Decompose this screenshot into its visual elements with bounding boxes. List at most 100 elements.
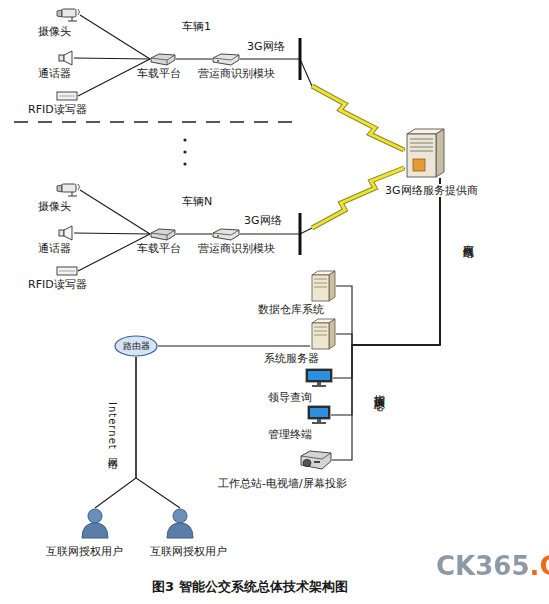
rfid-reader: RFID读写器 <box>56 91 78 101</box>
module-icon <box>212 52 240 66</box>
user-icon-part <box>88 509 102 523</box>
projector-icon-part <box>301 453 331 459</box>
warehouse-server: 数据仓库系统 <box>310 270 336 302</box>
figure-caption: 图3 智能公交系统总体技术架构图 <box>152 578 348 596</box>
tower-icon-part <box>314 327 327 328</box>
node-label: 互联网授权用户 <box>150 545 227 558</box>
monitor-icon-part <box>308 371 330 380</box>
monitor-icon-part <box>312 385 326 387</box>
tower-icon-part <box>314 331 327 332</box>
camera-icon-part <box>57 10 62 17</box>
rfid-icon-part <box>59 271 75 272</box>
camera-icon <box>56 8 80 22</box>
node-label: 摄像头 <box>38 25 71 38</box>
network-label: 3G网络 <box>244 214 282 227</box>
tower-icon-part <box>314 283 327 284</box>
lightning-outline <box>312 86 404 150</box>
camera-icon-part <box>78 184 80 190</box>
provider-icon-part <box>410 151 433 152</box>
node-label: 领导查询 <box>268 391 312 404</box>
rfid-icon <box>56 91 78 101</box>
ellipsis-dot <box>183 162 186 165</box>
tower-icon-part <box>312 275 329 301</box>
node-label: 通话器 <box>38 242 71 255</box>
antenna-bar <box>299 213 302 255</box>
onboard-platform: 车载平台 <box>150 52 176 66</box>
monitor-icon <box>307 405 331 425</box>
module-icon-part <box>213 229 239 240</box>
platform-icon <box>150 52 176 66</box>
ellipsis-dot <box>183 150 186 153</box>
tower-icon-part <box>329 319 335 349</box>
camera-device: 摄像头 <box>56 8 80 22</box>
connector-line <box>332 178 440 460</box>
tower-icon <box>310 270 336 302</box>
node-label: 车载平台 <box>137 242 181 255</box>
rfid-icon-part <box>57 267 77 275</box>
node-label: 3G网络服务提供商 <box>384 184 479 197</box>
carrier-module: 营运商识别模块 <box>212 52 240 66</box>
router-ellipse: 路由器 <box>114 335 158 357</box>
speaker-icon-part <box>64 51 72 65</box>
wireless-lightning <box>312 86 404 150</box>
watermark: CK365.CN <box>436 551 549 581</box>
user-icon-part <box>167 523 193 538</box>
tower-icon <box>310 318 336 350</box>
projector-icon-part <box>314 461 320 463</box>
user-icon <box>80 508 110 538</box>
node-label: RFID读写器 <box>28 103 87 116</box>
node-label: 管理终端 <box>268 428 312 441</box>
tower-icon-part <box>314 335 327 336</box>
provider-icon-part <box>410 139 433 140</box>
node-label: 系统服务器 <box>264 352 319 365</box>
monitor-icon-part <box>312 422 326 424</box>
platform-icon-part <box>151 54 175 65</box>
speaker-icon-part <box>59 55 64 61</box>
intercom-device: 通话器 <box>58 225 74 241</box>
monitor-icon-part <box>317 419 321 422</box>
projector-icon-part <box>301 451 331 469</box>
rfid-icon <box>56 266 78 276</box>
platform-icon-part <box>151 230 175 235</box>
ellipsis-dot <box>183 138 186 141</box>
router-icon-part <box>115 336 157 356</box>
module-icon-part <box>213 230 239 235</box>
module-icon-part <box>217 60 219 62</box>
tower-icon-part <box>329 271 335 301</box>
connector-line <box>136 357 180 508</box>
connector-line <box>80 15 150 59</box>
camera-icon-part <box>68 192 77 196</box>
connector-line <box>176 233 212 234</box>
tower-icon-part <box>314 279 327 280</box>
provider-icon-part <box>407 134 436 177</box>
node-label: 通话器 <box>38 67 71 80</box>
intercom-device: 通话器 <box>58 50 74 66</box>
projector-icon-part <box>303 460 311 467</box>
platform-icon-part <box>167 235 168 240</box>
camera-icon-part <box>62 184 76 192</box>
workstation-projector: 工作总站-电视墙/屏幕投影 <box>298 450 332 470</box>
monitor-icon-part <box>306 369 332 382</box>
provider-icon-part <box>410 143 433 144</box>
camera-icon-part <box>62 9 76 17</box>
node-label: 车载平台 <box>137 67 181 80</box>
connector-line <box>331 178 440 415</box>
vehicle-label: 车辆N <box>182 195 212 208</box>
node-label: 营运商识别模块 <box>198 242 275 255</box>
network-label: 3G网络 <box>247 40 285 53</box>
connector-line <box>95 357 136 508</box>
admin-terminal: 管理终端 <box>307 405 331 425</box>
speaker-icon <box>58 50 74 66</box>
connector-line <box>158 345 310 346</box>
connector-line <box>74 233 150 234</box>
rfid-icon-part <box>59 96 75 97</box>
camera-icon <box>56 183 80 197</box>
node-label: 数据仓库系统 <box>258 303 324 316</box>
connector-line <box>336 178 440 345</box>
provider-icon-part <box>410 147 433 148</box>
connector-line <box>74 58 150 59</box>
node-label: 营运商识别模块 <box>198 67 275 80</box>
module-icon-part <box>213 55 239 60</box>
monitor-icon <box>305 368 333 388</box>
